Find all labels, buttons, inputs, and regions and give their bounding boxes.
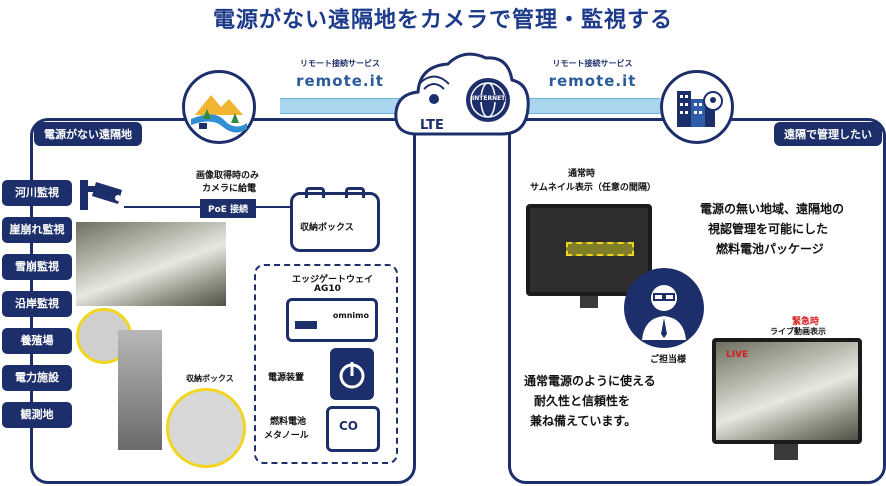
side-button-avalanche[interactable]: 雪崩監視: [2, 254, 72, 280]
person-icon: [624, 268, 704, 348]
building-pin-icon: [660, 70, 734, 144]
camera-power-note-line1: 画像取得時のみ: [196, 171, 260, 181]
cloud-lte-icon: [394, 52, 530, 136]
storage-box-label: 収納ボックス: [300, 223, 354, 233]
power-icon: [339, 362, 365, 389]
right-service-label: リモート接続サービス: [552, 59, 633, 68]
emergency-title: 緊急時: [792, 317, 820, 327]
normal-monitor-stand: [580, 296, 598, 308]
fuel-cell-symbol: CO: [339, 419, 359, 433]
photo-box-label: 収納ボックス: [186, 374, 234, 383]
normal-desc: サムネイル表示（任意の間隔）: [530, 183, 656, 193]
right-panel-tag: 遠隔で管理したい: [774, 122, 882, 146]
side-button-power-facility[interactable]: 電力施設: [2, 365, 72, 391]
power-device: [330, 348, 374, 400]
gateway-label-line1: エッジゲートウェイ: [292, 275, 374, 285]
side-button-aquaculture[interactable]: 養殖場: [2, 328, 72, 354]
right-remote-logo: remote.it: [548, 72, 637, 90]
side-button-river[interactable]: 河川監視: [2, 180, 72, 206]
fuel-cell-device: CO: [326, 406, 380, 452]
fuel-cell-label-line2: メタノール: [264, 431, 309, 441]
emergency-monitor-stand: [774, 444, 798, 460]
storage-box: [290, 187, 380, 252]
right-connection-band: [525, 98, 660, 114]
camera-power-note-line2: カメラに給電: [202, 184, 257, 194]
live-badge: LIVE: [726, 350, 749, 360]
gateway-container: [254, 264, 398, 464]
feature-text-line1: 電源の無い地域、遠隔地の: [700, 202, 845, 216]
normal-title: 通常時: [568, 169, 596, 179]
river-photo: [76, 222, 226, 306]
emergency-desc: ライブ動画表示: [770, 327, 826, 336]
normal-monitor: [526, 204, 652, 296]
box-photo-highlight: [166, 388, 246, 468]
left-connection-band: [280, 98, 400, 114]
side-button-coast[interactable]: 沿岸監視: [2, 291, 72, 317]
page-title: 電源がない遠隔地をカメラで管理・監視する: [212, 8, 673, 33]
benefit-text-line3: 兼ね備えています。: [530, 414, 637, 428]
side-button-observation[interactable]: 観測地: [2, 402, 72, 428]
mountain-river-icon: [182, 70, 256, 144]
benefit-text-line2: 耐久性と信頼性を: [534, 394, 631, 408]
emergency-monitor: LIVE: [712, 338, 862, 444]
pole-photo: [118, 330, 162, 450]
globe-label: INTERNET: [472, 95, 506, 102]
benefit-text-line1: 通常電源のように使える: [524, 374, 656, 388]
feature-text-line3: 燃料電池パッケージ: [716, 242, 824, 256]
left-remote-logo: remote.it: [296, 72, 384, 90]
poe-badge: PoE 接続: [200, 199, 257, 218]
gateway-label-line2: AG10: [314, 284, 341, 294]
feature-text-line2: 視認管理を可能にした: [708, 222, 829, 236]
cloud-lte-label: LTE: [420, 118, 444, 133]
left-panel-tag: 電源がない遠隔地: [34, 122, 142, 146]
power-device-label: 電源装置: [268, 373, 305, 383]
camera-icon: [80, 180, 122, 210]
person-label: ご担当様: [650, 355, 687, 365]
side-button-landslide[interactable]: 崖崩れ監視: [2, 217, 72, 243]
thumbnail-strip: [566, 242, 634, 256]
gateway-device: omnimo: [286, 298, 378, 342]
left-service-label: リモート接続サービス: [300, 59, 380, 68]
gateway-brand: omnimo: [332, 311, 369, 320]
fuel-cell-label-line1: 燃料電池: [270, 417, 307, 427]
